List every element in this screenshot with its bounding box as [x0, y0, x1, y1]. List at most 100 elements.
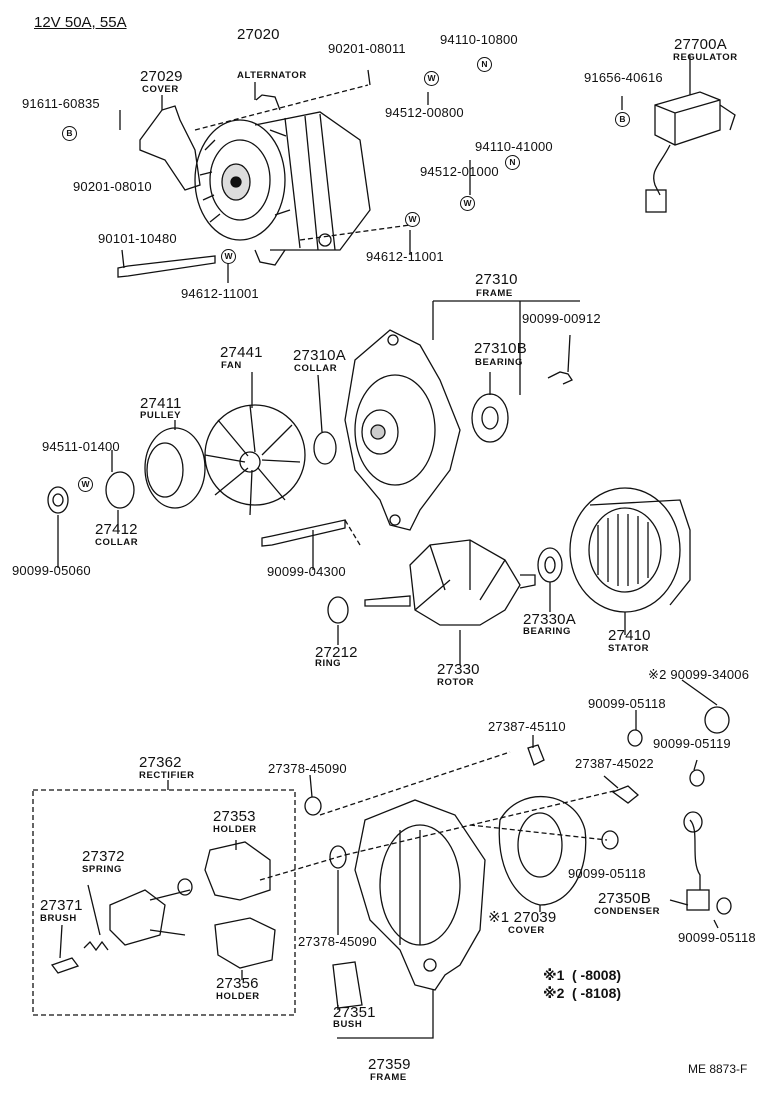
part-number-90099-05119: 90099-05119: [653, 736, 731, 751]
diagram-code: ME 8873-F: [688, 1062, 748, 1076]
part-name-collar: COLLAR: [294, 363, 338, 374]
w-badge: W: [405, 212, 420, 227]
part-number-94110-41000: 94110-41000: [475, 139, 553, 154]
part-number-94512-00800: 94512-00800: [385, 105, 464, 120]
part-name-bush: BUSH: [333, 1019, 363, 1030]
regulator-drawing: [645, 91, 736, 213]
cover-27029-drawing: [139, 105, 201, 191]
part-number-90099-05118-b: 90099-05118: [568, 866, 646, 881]
n-badge: N: [505, 155, 520, 170]
part-number-27412: 27412: [95, 521, 138, 538]
w-badge: W: [424, 71, 439, 86]
part-number-94511-01400: 94511-01400: [42, 439, 120, 454]
part-number-27353: 27353: [213, 808, 256, 825]
part-number-91656-40616: 91656-40616: [584, 70, 663, 85]
part-number-90099-05060: 90099-05060: [12, 563, 91, 578]
part-number-27212: 27212: [315, 644, 358, 661]
rotor-drawing: [364, 539, 536, 626]
brush-holder-drawing: [109, 889, 166, 946]
part-number-27330: 27330: [437, 661, 480, 678]
part-name-fan: FAN: [221, 360, 242, 371]
part-name-rotor: ROTOR: [437, 677, 475, 688]
part-number-27020: 27020: [237, 26, 280, 43]
part-number-27700a: 27700A: [674, 36, 727, 53]
part-name-alternator: ALTERNATOR: [237, 70, 307, 81]
note-range-1: ( -8008): [572, 967, 622, 983]
part-name-pulley: PULLEY: [140, 410, 182, 421]
w-badge: W: [460, 196, 475, 211]
part-number-90201-08011: 90201-08011: [328, 41, 406, 56]
part-name-bearing-27330a: BEARING: [523, 626, 572, 637]
part-name-holder-27356: HOLDER: [216, 991, 260, 1002]
spring-drawing: [83, 940, 109, 952]
part-number-94612-11001-b: 94612-11001: [181, 286, 259, 301]
part-number-27310b: 27310B: [474, 340, 527, 357]
part-number-27378-45090-b: 27378-45090: [298, 934, 377, 949]
part-number-27378-45090: 27378-45090: [268, 761, 347, 776]
part-name-holder: HOLDER: [213, 824, 257, 835]
part-name-regulator: REGULATOR: [673, 52, 738, 63]
note-range-2: ( -8108): [572, 985, 622, 1001]
part-number-90099-05118: 90099-05118: [588, 696, 666, 711]
part-name-cover-27039: COVER: [508, 925, 545, 936]
part-name-condenser: CONDENSER: [594, 906, 661, 917]
frame-27310-drawing: [344, 329, 461, 531]
note-mark-2: ※2: [543, 985, 565, 1001]
part-name-frame-27359: FRAME: [370, 1072, 407, 1083]
b-badge: B: [615, 112, 630, 127]
page-title: 12V 50A, 55A: [34, 14, 127, 31]
part-number-27351: 27351: [333, 1004, 376, 1021]
holder-27356-drawing: [214, 917, 276, 969]
ring-27212-drawing: [327, 596, 349, 624]
part-number-90099-04300: 90099-04300: [267, 564, 346, 579]
bearing-27310b-drawing: [471, 393, 509, 443]
part-number-27310a: 27310A: [293, 347, 346, 364]
part-name-frame: FRAME: [476, 288, 513, 299]
rectifier-group-box: [32, 789, 296, 1016]
part-number-94512-01000: 94512-01000: [420, 164, 499, 179]
part-number-27411: 27411: [140, 395, 182, 412]
part-number-27039: ※1 27039: [488, 909, 557, 926]
cover-27039-drawing: [498, 796, 587, 906]
fan-drawing: [204, 404, 306, 516]
part-number-27356: 27356: [216, 975, 259, 992]
holder-27353-drawing: [204, 841, 271, 901]
n-badge: N: [477, 57, 492, 72]
part-number-90099-05118-c: 90099-05118: [678, 930, 756, 945]
part-name-ring: RING: [315, 658, 342, 669]
part-number-27441: 27441: [220, 344, 263, 361]
part-number-27350b: 27350B: [598, 890, 651, 907]
part-number-90201-08010: 90201-08010: [73, 179, 152, 194]
part-number-94612-11001: 94612-11001: [366, 249, 444, 264]
part-number-27310: 27310: [475, 271, 518, 288]
bolt-90101-drawing: [117, 255, 216, 278]
pulley-drawing: [144, 427, 206, 509]
screw-90099-00912-drawing: [547, 371, 573, 385]
rear-frame-drawing: [354, 799, 486, 991]
part-name-bearing: BEARING: [475, 357, 524, 368]
part-number-27372: 27372: [82, 848, 125, 865]
brush-drawing: [50, 957, 80, 974]
part-number-90099-34006: ※2 90099-34006: [648, 667, 750, 682]
part-number-90101-10480: 90101-10480: [98, 231, 177, 246]
note-mark-1: ※1: [543, 967, 565, 983]
part-number-27371: 27371: [40, 897, 83, 914]
part-number-27362: 27362: [139, 754, 182, 771]
part-number-27359: 27359: [368, 1056, 411, 1073]
part-number-94110-10800: 94110-10800: [440, 32, 518, 47]
part-name-stator: STATOR: [608, 643, 650, 654]
part-name-collar-27412: COLLAR: [95, 537, 139, 548]
part-name-spring: SPRING: [82, 864, 123, 875]
bolt-90099-04300-drawing: [261, 519, 346, 547]
condenser-drawing: [689, 819, 701, 890]
part-number-91611-60835: 91611-60835: [22, 96, 100, 111]
collar-27310a-drawing: [313, 431, 337, 465]
w-badge: W: [78, 477, 93, 492]
nut-90099-05060-drawing: [47, 486, 69, 514]
part-number-27410: 27410: [608, 627, 651, 644]
bearing-27330a-drawing: [537, 547, 563, 583]
part-name-brush: BRUSH: [40, 913, 77, 924]
collar-27412-drawing: [105, 471, 135, 509]
